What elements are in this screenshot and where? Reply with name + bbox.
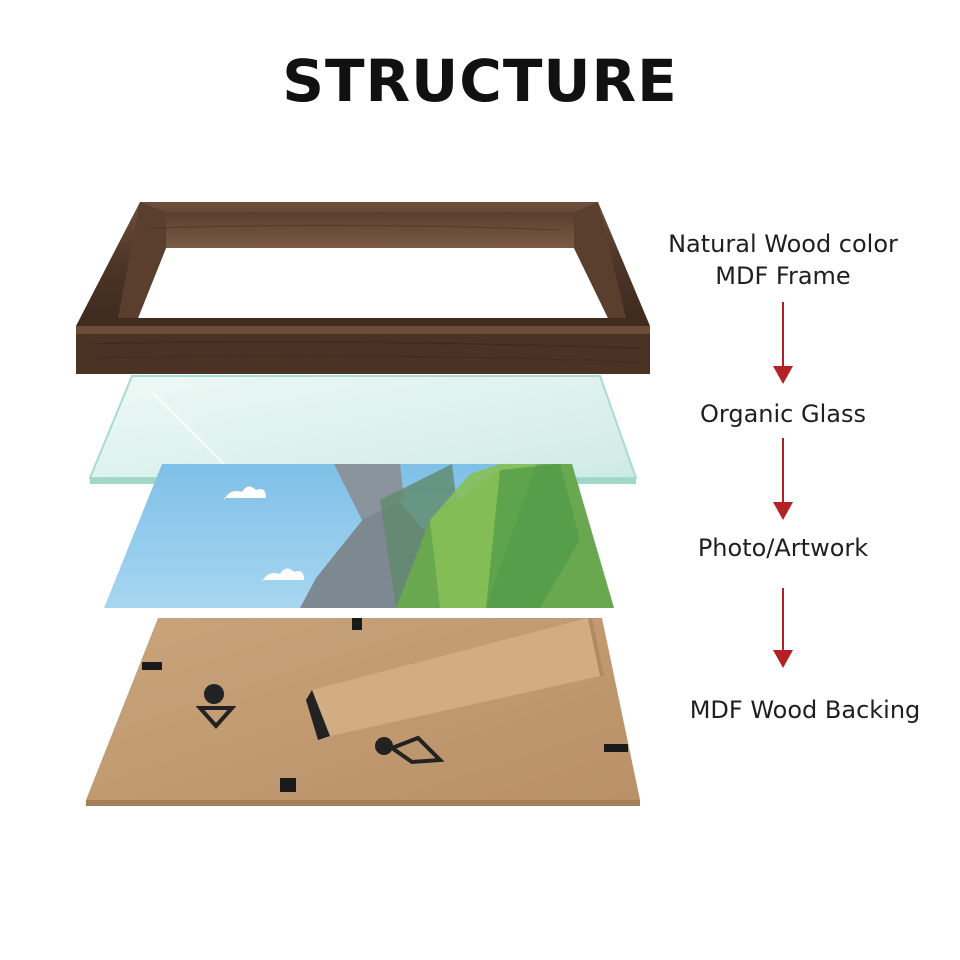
frame-label: Natural Wood color MDF Frame xyxy=(650,228,916,292)
down-arrow-icon xyxy=(773,588,793,668)
down-arrow-icon xyxy=(773,438,793,520)
glass-label-line1: Organic Glass xyxy=(700,400,866,428)
photo-label-line1: Photo/Artwork xyxy=(697,534,869,562)
glass-label: Organic Glass xyxy=(650,398,916,430)
wood-frame-icon xyxy=(76,202,650,374)
backing-label: MDF Wood Backing xyxy=(672,694,938,726)
photo-label: Photo/Artwork xyxy=(650,532,916,564)
page-title: STRUCTURE xyxy=(282,47,678,115)
frame-label-line2: MDF Frame xyxy=(715,262,851,290)
backing-label-line1: MDF Wood Backing xyxy=(689,696,921,724)
down-arrow-icon xyxy=(773,302,793,384)
frame-label-line1: Natural Wood color xyxy=(668,230,898,258)
mdf-backboard-icon xyxy=(86,618,640,806)
landscape-artwork-icon xyxy=(104,464,614,608)
